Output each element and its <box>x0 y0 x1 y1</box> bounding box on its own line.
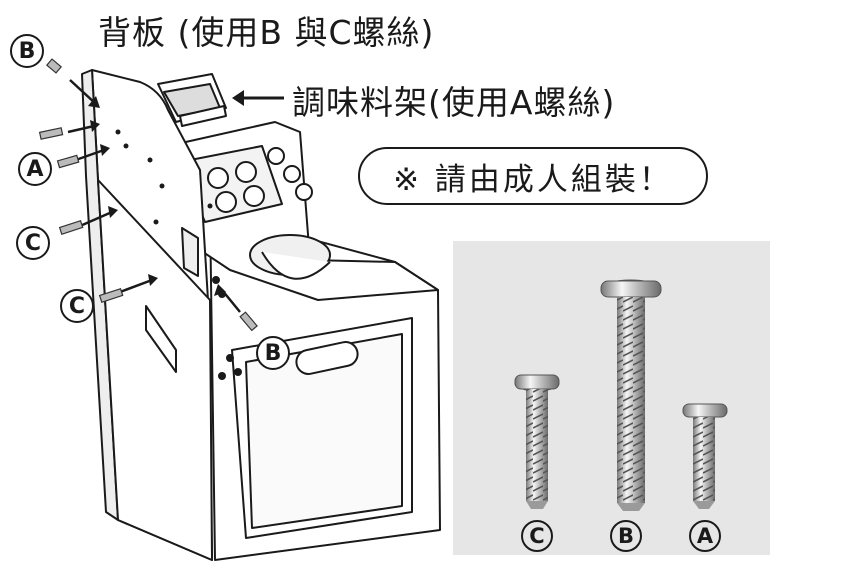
adult-assembly-notice: ※ 請由成人組裝！ <box>358 147 708 205</box>
seasoning-rack-label: 調味料架(使用A螺絲) <box>292 83 616 122</box>
label-c-mid: C <box>16 226 50 260</box>
screws-illustration <box>514 279 728 511</box>
screw-a-icon <box>682 403 728 509</box>
screw-c-icon <box>514 374 560 509</box>
back-panel-heading: 背板 (使用B 與C螺絲) <box>98 13 435 52</box>
label-c-low: C <box>60 289 94 323</box>
label-a-left: A <box>18 152 52 186</box>
photo-label-a: A <box>689 520 721 552</box>
label-b-top: B <box>10 34 44 68</box>
photo-label-c: C <box>521 520 553 552</box>
screws-photo: C B A <box>453 241 770 555</box>
screw-b-icon <box>600 279 662 511</box>
photo-label-b: B <box>610 520 642 552</box>
rack-arrow-icon <box>232 90 284 106</box>
label-b-low: B <box>256 336 290 370</box>
